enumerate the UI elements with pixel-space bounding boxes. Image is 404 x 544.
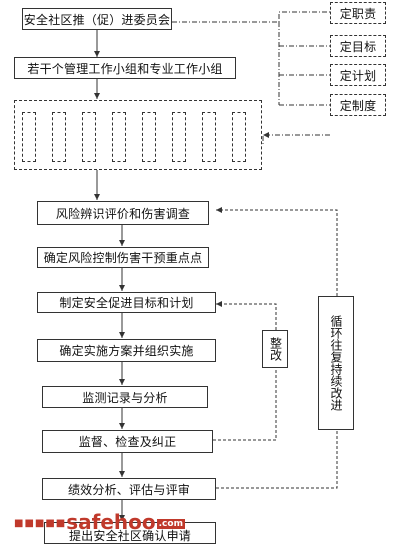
plans-label: 定计划 <box>339 68 377 83</box>
risk-label: 风险辨识评价和伤害调查 <box>55 206 191 221</box>
work-group-box <box>52 112 66 162</box>
committee-box: 安全社区推（促）进委员会 <box>22 8 172 30</box>
watermark-text: safehoo <box>66 510 156 534</box>
goals-box: 制定安全促进目标和计划 <box>37 292 216 313</box>
work-group-box <box>202 112 216 162</box>
implement-box: 确定实施方案并组织实施 <box>37 339 216 362</box>
work-group-box <box>172 112 186 162</box>
work-group-box <box>82 112 96 162</box>
rectify-label: 整改 <box>268 337 283 361</box>
work-group-box <box>142 112 156 162</box>
goals-label: 制定安全促进目标和计划 <box>59 296 194 310</box>
targets-box: 定目标 <box>330 35 386 57</box>
supervise-box: 监督、检查及纠正 <box>42 430 213 453</box>
work-groups-container <box>14 100 262 170</box>
rules-label: 定制度 <box>339 98 377 113</box>
risk-box: 风险辨识评价和伤害调查 <box>37 201 209 225</box>
work-group-box <box>112 112 126 162</box>
watermark-suffix: .com <box>156 518 185 529</box>
duties-label: 定职责 <box>339 6 377 21</box>
continuous-improvement-label: 循环往复持续改进 <box>329 315 343 411</box>
priority-box: 确定风险控制伤害干预重点点 <box>37 247 209 268</box>
priority-label: 确定风险控制伤害干预重点点 <box>43 251 203 265</box>
work-group-box <box>22 112 36 162</box>
implement-label: 确定实施方案并组织实施 <box>59 344 194 358</box>
work-group-box <box>232 112 246 162</box>
monitor-box: 监测记录与分析 <box>42 386 208 408</box>
duties-box: 定职责 <box>330 2 386 24</box>
evaluate-box: 绩效分析、评估与评审 <box>42 478 216 500</box>
rectify-box: 整改 <box>262 330 288 368</box>
continuous-improvement-box: 循环往复持续改进 <box>318 296 354 430</box>
subgroups-label: 若干个管理工作小组和专业工作小组 <box>27 61 223 76</box>
watermark-logo: ■■■■■safehoo.com <box>14 510 185 534</box>
subgroups-box: 若干个管理工作小组和专业工作小组 <box>14 57 236 79</box>
rules-box: 定制度 <box>330 94 386 116</box>
supervise-label: 监督、检查及纠正 <box>78 435 177 449</box>
evaluate-label: 绩效分析、评估与评审 <box>67 482 190 497</box>
targets-label: 定目标 <box>339 39 377 54</box>
apply-label: 提出安全社区确认申请 <box>68 529 191 543</box>
monitor-label: 监测记录与分析 <box>82 390 168 405</box>
plans-box: 定计划 <box>330 64 386 86</box>
committee-label: 安全社区推（促）进委员会 <box>23 12 171 27</box>
